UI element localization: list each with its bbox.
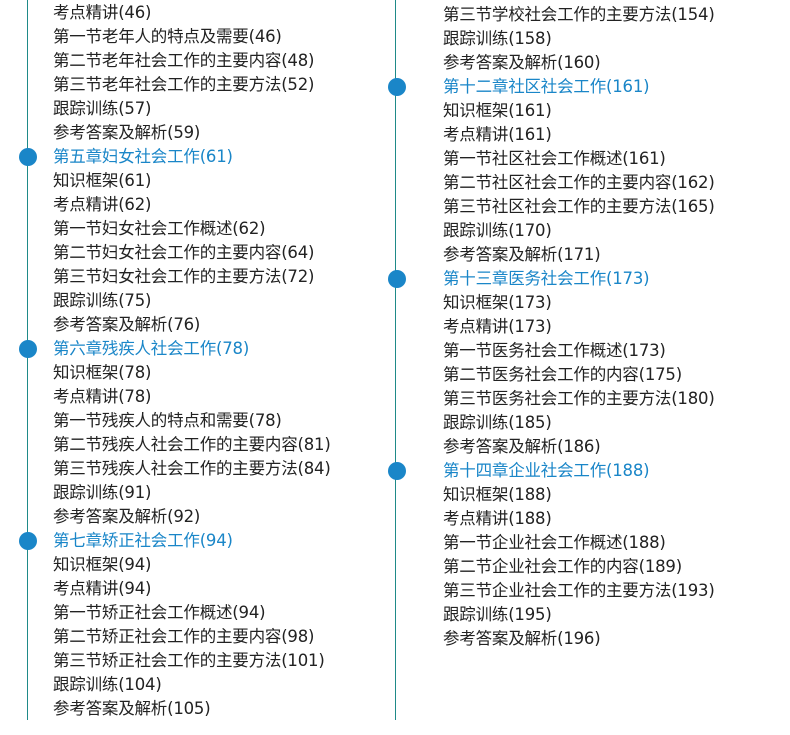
toc-entry[interactable]: 第二节老年社会工作的主要内容(48) [53, 51, 315, 70]
toc-entry[interactable]: 知识框架(188) [443, 485, 552, 504]
toc-entry[interactable]: 第一节企业社会工作概述(188) [443, 533, 666, 552]
toc-entry[interactable]: 考点精讲(94) [53, 579, 152, 598]
toc-entry[interactable]: 知识框架(173) [443, 293, 552, 312]
toc-entry[interactable]: 第二节残疾人社会工作的主要内容(81) [53, 435, 331, 454]
toc-right-column: 第三节学校社会工作的主要方法(154) 跟踪训练(158) 参考答案及解析(160)… [388, 0, 790, 735]
chapter-marker-dot-icon [19, 148, 37, 166]
toc-entry[interactable]: 第三节社区社会工作的主要方法(165) [443, 197, 715, 216]
toc-entry[interactable]: 第三节医务社会工作的主要方法(180) [443, 389, 715, 408]
toc-entry[interactable]: 第三节残疾人社会工作的主要方法(84) [53, 459, 331, 478]
toc-entry[interactable]: 知识框架(61) [53, 171, 152, 190]
toc-entry[interactable]: 第二节矫正社会工作的主要内容(98) [53, 627, 315, 646]
toc-entry[interactable]: 参考答案及解析(59) [53, 123, 201, 142]
chapter-marker-dot-icon [19, 532, 37, 550]
toc-entry[interactable]: 参考答案及解析(92) [53, 507, 201, 526]
toc-entry[interactable]: 参考答案及解析(160) [443, 53, 601, 72]
toc-entry[interactable]: 跟踪训练(104) [53, 675, 162, 694]
toc-entry[interactable]: 第二节妇女社会工作的主要内容(64) [53, 243, 315, 262]
toc-entry[interactable]: 第二节社区社会工作的主要内容(162) [443, 173, 715, 192]
toc-entry[interactable]: 考点精讲(173) [443, 317, 552, 336]
toc-entry[interactable]: 考点精讲(78) [53, 387, 152, 406]
toc-entry[interactable]: 知识框架(78) [53, 363, 152, 382]
toc-chapter-title[interactable]: 第十三章医务社会工作(173) [443, 269, 650, 288]
chapter-marker-dot-icon [388, 462, 406, 480]
toc-entry[interactable]: 考点精讲(161) [443, 125, 552, 144]
chapter-marker-dot-icon [19, 340, 37, 358]
toc-chapter-title[interactable]: 第六章残疾人社会工作(78) [53, 339, 250, 358]
toc-entry[interactable]: 参考答案及解析(186) [443, 437, 601, 456]
toc-entry[interactable]: 参考答案及解析(105) [53, 699, 211, 718]
toc-entry[interactable]: 第一节矫正社会工作概述(94) [53, 603, 266, 622]
toc-left-column: 考点精讲(46) 第一节老年人的特点及需要(46) 第二节老年社会工作的主要内容(4… [0, 0, 390, 735]
toc-entry[interactable]: 第三节企业社会工作的主要方法(193) [443, 581, 715, 600]
toc-entry[interactable]: 第三节老年社会工作的主要方法(52) [53, 75, 315, 94]
toc-entry[interactable]: 第三节学校社会工作的主要方法(154) [443, 5, 715, 24]
toc-entry[interactable]: 考点精讲(188) [443, 509, 552, 528]
toc-entry[interactable]: 参考答案及解析(76) [53, 315, 201, 334]
toc-entry[interactable]: 第一节老年人的特点及需要(46) [53, 27, 282, 46]
toc-entry[interactable]: 第三节矫正社会工作的主要方法(101) [53, 651, 325, 670]
toc-chapter-title[interactable]: 第五章妇女社会工作(61) [53, 147, 233, 166]
toc-entry[interactable]: 第二节企业社会工作的内容(189) [443, 557, 682, 576]
toc-entry[interactable]: 参考答案及解析(171) [443, 245, 601, 264]
toc-entry[interactable]: 跟踪训练(185) [443, 413, 552, 432]
toc-chapter-title[interactable]: 第十四章企业社会工作(188) [443, 461, 650, 480]
toc-chapter-title[interactable]: 第十二章社区社会工作(161) [443, 77, 650, 96]
toc-entry[interactable]: 第一节残疾人的特点和需要(78) [53, 411, 282, 430]
toc-entry[interactable]: 跟踪训练(57) [53, 99, 152, 118]
toc-entry[interactable]: 跟踪训练(195) [443, 605, 552, 624]
toc-entry[interactable]: 知识框架(161) [443, 101, 552, 120]
toc-entry[interactable]: 第一节医务社会工作概述(173) [443, 341, 666, 360]
toc-entry[interactable]: 第三节妇女社会工作的主要方法(72) [53, 267, 315, 286]
toc-entry[interactable]: 跟踪训练(91) [53, 483, 152, 502]
toc-entry[interactable]: 跟踪训练(75) [53, 291, 152, 310]
toc-entry[interactable]: 考点精讲(62) [53, 195, 152, 214]
toc-chapter-title[interactable]: 第七章矫正社会工作(94) [53, 531, 233, 550]
toc-entry[interactable]: 第一节妇女社会工作概述(62) [53, 219, 266, 238]
toc-entry[interactable]: 跟踪训练(170) [443, 221, 552, 240]
toc-entry[interactable]: 知识框架(94) [53, 555, 152, 574]
toc-entry[interactable]: 第二节医务社会工作的内容(175) [443, 365, 682, 384]
chapter-marker-dot-icon [388, 78, 406, 96]
timeline-line [395, 0, 396, 720]
toc-entry[interactable]: 跟踪训练(158) [443, 29, 552, 48]
toc-entry[interactable]: 第一节社区社会工作概述(161) [443, 149, 666, 168]
toc-entry[interactable]: 考点精讲(46) [53, 3, 152, 22]
chapter-marker-dot-icon [388, 270, 406, 288]
timeline-line [27, 0, 28, 720]
toc-entry[interactable]: 参考答案及解析(196) [443, 629, 601, 648]
